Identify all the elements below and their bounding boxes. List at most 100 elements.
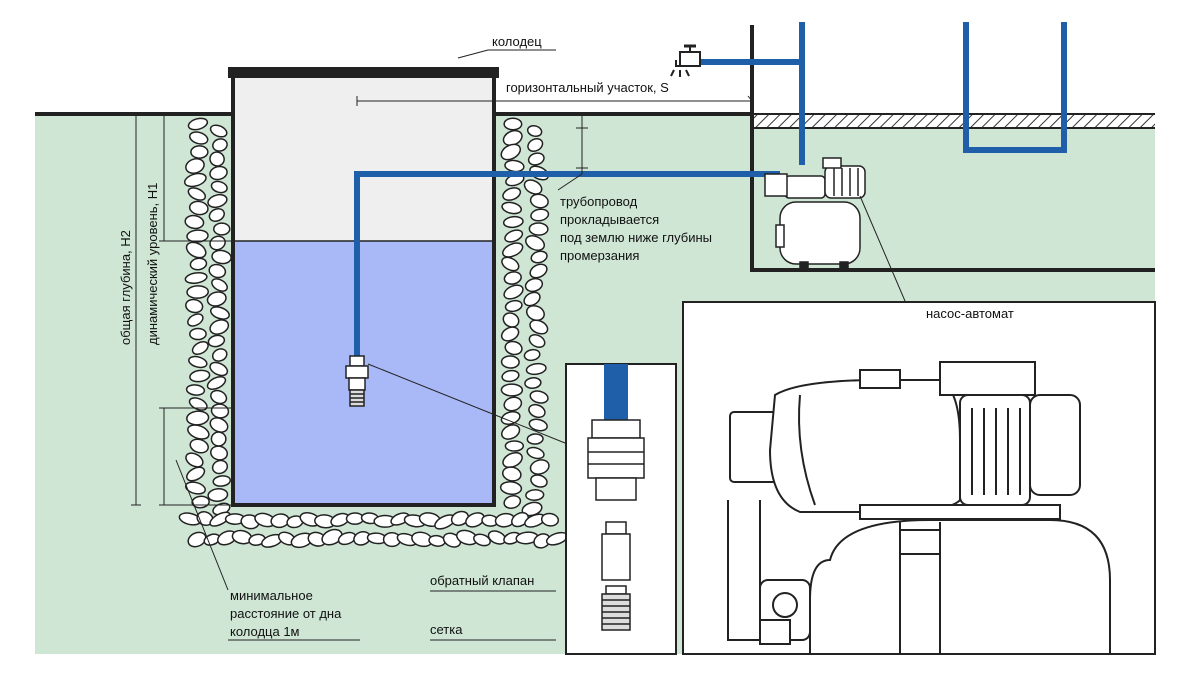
gravel-stone xyxy=(504,440,525,452)
gravel-stone xyxy=(191,341,209,355)
gravel-stone xyxy=(213,222,231,236)
gravel-stone xyxy=(499,481,523,495)
gravel-stone xyxy=(187,117,209,131)
gravel-stone xyxy=(502,242,524,258)
gravel-stone xyxy=(528,222,549,236)
gravel-stone xyxy=(502,312,520,328)
gravel-stone xyxy=(184,272,208,284)
pump-detail-panel xyxy=(682,301,1156,655)
gravel-stone xyxy=(190,145,209,159)
gravel-stone xyxy=(184,214,205,230)
gravel-stone xyxy=(523,291,541,307)
gravel-stone xyxy=(209,361,229,377)
floor-slab xyxy=(752,114,1155,128)
gravel-stone xyxy=(501,466,522,482)
gravel-stone xyxy=(523,179,543,195)
gravel-stone xyxy=(210,180,228,194)
gravel-stone xyxy=(208,208,225,222)
intake-assembly-icon xyxy=(345,355,369,407)
pipeline-label-line1: трубопровод xyxy=(560,194,638,209)
pipeline-label-line4: промерзания xyxy=(560,248,639,263)
gravel-stone xyxy=(450,510,470,527)
gravel-stone xyxy=(188,355,208,369)
gravel-stone xyxy=(501,256,520,272)
pump-station-detail-icon xyxy=(727,361,1111,655)
gravel-stone xyxy=(207,193,228,209)
gravel-stone xyxy=(523,348,541,362)
gravel-stone xyxy=(209,151,225,167)
gravel-stone xyxy=(530,250,548,264)
well-label: колодец xyxy=(492,34,542,49)
gravel-stone xyxy=(529,459,550,475)
gravel-stone xyxy=(530,474,548,488)
gravel-stone xyxy=(207,487,229,503)
gravel-stone xyxy=(500,355,520,369)
gravel-stone xyxy=(524,277,544,293)
gravel-stone xyxy=(540,512,560,527)
gravel-stone xyxy=(186,229,209,243)
gravel-stone xyxy=(209,319,230,335)
gravel-stone xyxy=(525,362,547,376)
gravel-stone xyxy=(212,475,232,487)
gravel-stone xyxy=(526,446,545,460)
pipeline-label-line3: под землю ниже глубины xyxy=(560,230,712,245)
gravel-stone xyxy=(186,466,206,482)
gravel-stone xyxy=(212,138,228,152)
gravel-stone xyxy=(526,433,544,445)
gravel-stone xyxy=(321,528,343,546)
check-valve-icon xyxy=(587,419,645,581)
gravel-stone xyxy=(529,263,548,279)
gravel-stone xyxy=(525,489,545,501)
gravel-stone xyxy=(502,215,524,229)
gravel-stone xyxy=(530,208,550,222)
gravel-stone xyxy=(207,334,226,348)
gravel-stone xyxy=(525,304,545,322)
gravel-stone xyxy=(211,348,228,362)
gravel-stone xyxy=(529,319,549,335)
gravel-stone xyxy=(504,229,524,243)
faucet-icon xyxy=(670,44,701,77)
gravel-stone xyxy=(524,377,542,389)
valve-detail-panel xyxy=(565,363,677,655)
gravel-stone xyxy=(503,271,522,285)
pipeline-label-line2: прокладывается xyxy=(560,212,659,227)
gravel-stone xyxy=(527,152,545,166)
gravel-stone xyxy=(500,143,522,161)
gravel-stone xyxy=(209,511,231,527)
gravel-stone xyxy=(465,512,485,528)
gravel-stone xyxy=(209,235,226,251)
gravel-stone xyxy=(188,200,209,216)
diagram-labels: колодец горизонтальный участок, S общая … xyxy=(118,34,1014,639)
gravel-stone xyxy=(211,459,229,475)
gravel-stone xyxy=(206,375,227,391)
gravel-stone xyxy=(185,384,206,396)
gravel-stone xyxy=(528,334,546,348)
strainer-label: сетка xyxy=(430,622,463,637)
gravel-stone xyxy=(185,298,204,314)
well-air-space xyxy=(235,75,492,241)
gravel-stone xyxy=(210,445,229,461)
gravel-stone xyxy=(528,403,546,419)
dynamic-level-label: динамический уровень, H1 xyxy=(145,183,160,345)
min-distance-label-line1: минимальное xyxy=(230,588,313,603)
gravel-stone xyxy=(183,172,207,188)
gravel-backfill xyxy=(178,117,569,549)
gravel-stone xyxy=(188,131,209,145)
gravel-stone xyxy=(187,187,207,201)
gravel-stone xyxy=(189,257,208,271)
gravel-stone xyxy=(209,124,228,138)
gravel-stone xyxy=(189,327,207,341)
min-distance-label-line3: колодца 1м xyxy=(230,624,300,639)
gravel-stone xyxy=(529,390,549,404)
gravel-stone xyxy=(502,187,522,201)
gravel-stone xyxy=(209,306,230,320)
gravel-stone xyxy=(187,531,207,548)
gravel-stone xyxy=(503,284,524,300)
strainer-icon xyxy=(601,585,631,631)
gravel-stone xyxy=(209,165,228,181)
check-valve-label: обратный клапан xyxy=(430,573,534,588)
gravel-stone xyxy=(503,117,523,131)
well-cover xyxy=(228,67,499,78)
pump-station-icon xyxy=(764,157,866,271)
gravel-stone xyxy=(210,431,227,447)
